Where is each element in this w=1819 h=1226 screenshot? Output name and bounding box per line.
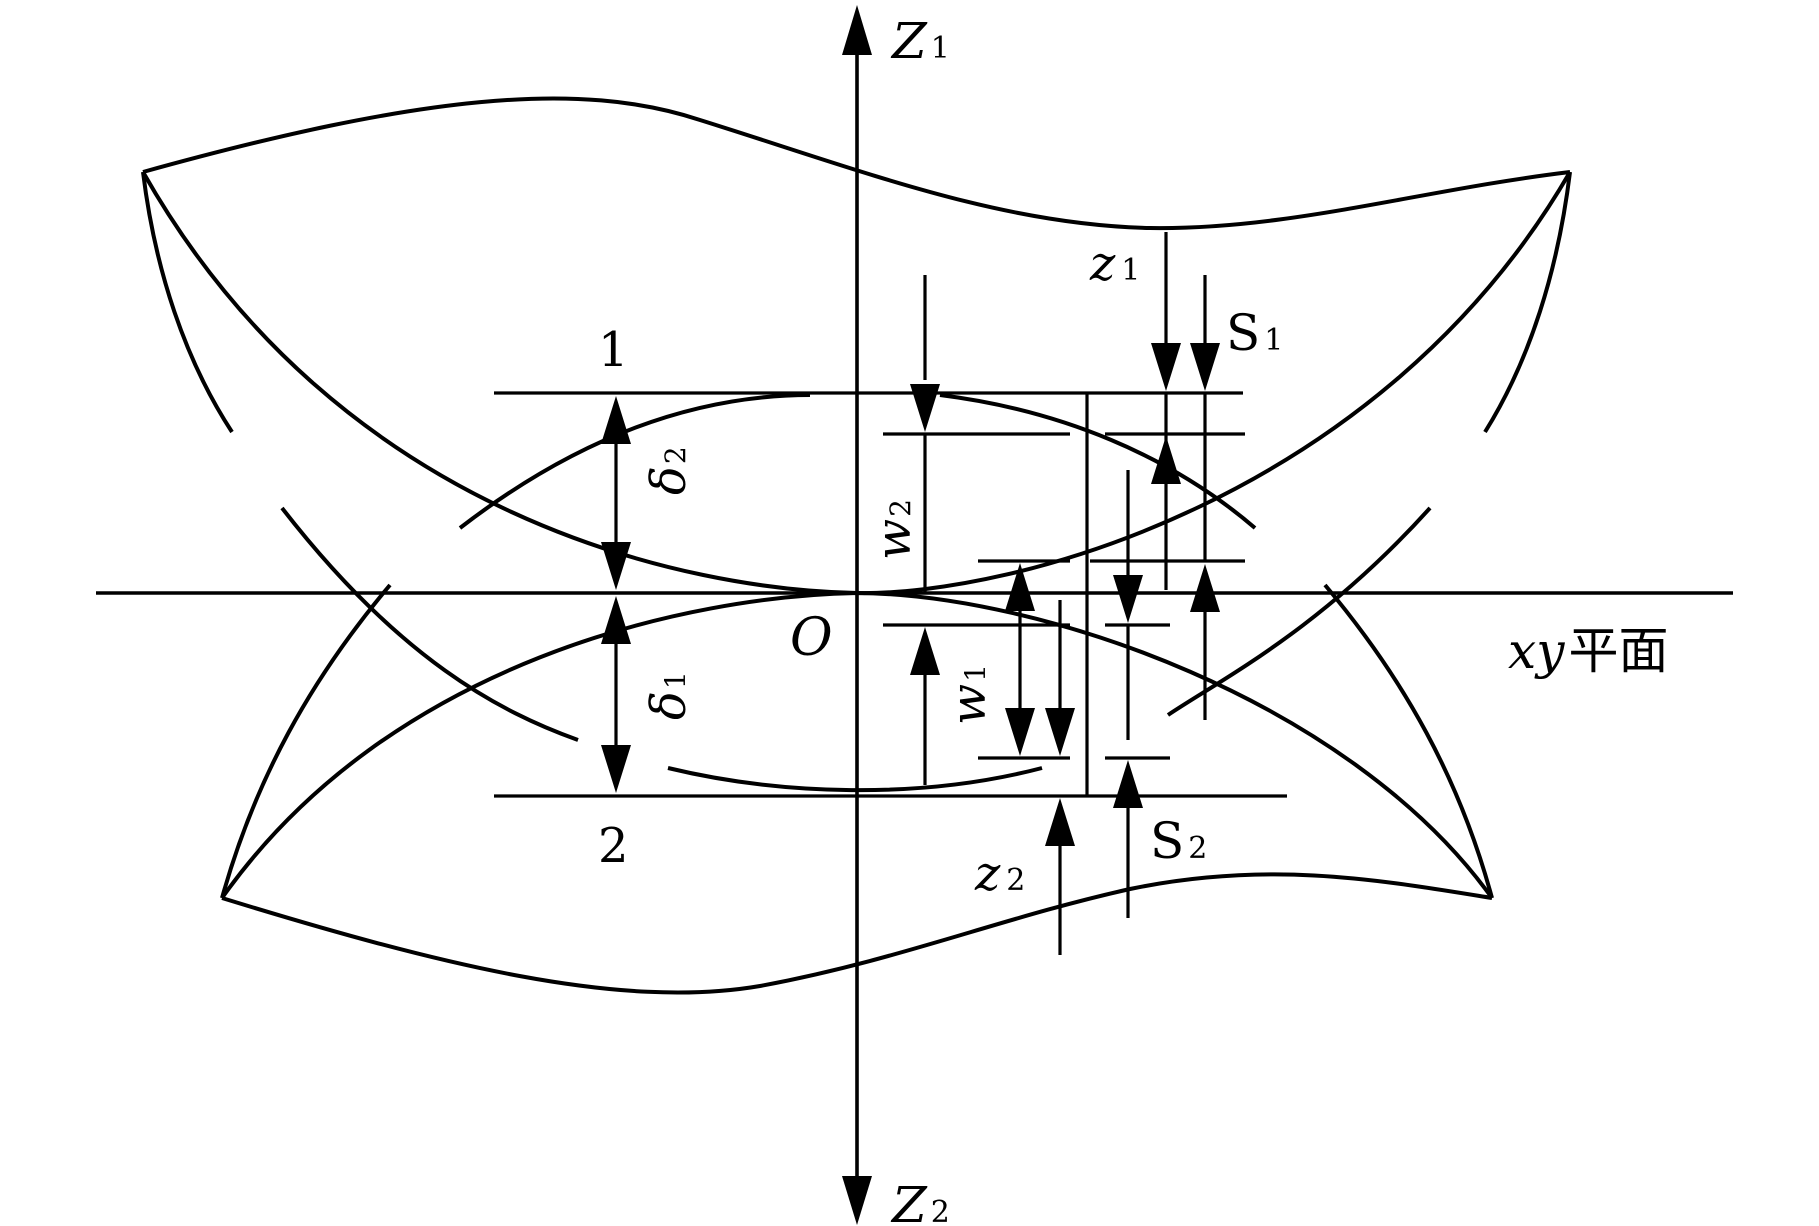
s2-arrowhead	[1113, 760, 1143, 808]
z2-axis-arrowhead	[842, 1176, 872, 1225]
upper-body-displaced-contact-surface	[280, 506, 579, 742]
delta2-arrowhead-down	[601, 542, 631, 590]
lower-body-displaced-contact-surface	[458, 393, 811, 530]
lower-deformed-surface	[667, 766, 1043, 793]
z1-arrowhead	[1151, 343, 1181, 391]
xy-plane-label: xy平面	[1508, 622, 1668, 680]
upper-body-left-edge	[141, 171, 234, 434]
origin-label: O	[790, 608, 833, 668]
lower-body-right-edge	[1323, 583, 1494, 899]
lower-body-left-edge	[220, 583, 392, 899]
delta2-arrowhead-up	[601, 396, 631, 444]
lower-body-displaced-contact-surface-right	[939, 393, 1257, 530]
lower-body-outer-surface	[221, 872, 1493, 995]
delta2-label: δ2	[641, 446, 697, 495]
delta1-arrowhead-down	[601, 745, 631, 793]
upper-body-right-edge	[1483, 171, 1572, 434]
svg-text:w2: w2	[866, 499, 922, 560]
svg-text:δ2: δ2	[641, 446, 697, 495]
w1-inner-arrowhead-up	[1005, 563, 1035, 611]
s1-lower-arrowhead-up	[1190, 564, 1220, 612]
svg-text:w1: w1	[941, 664, 997, 725]
w2-label: w2	[866, 499, 922, 560]
z2-arrowhead	[1045, 798, 1075, 846]
svg-text:δ1: δ1	[641, 671, 697, 720]
w1-arrowhead	[910, 627, 940, 675]
z1-axis-arrowhead	[842, 5, 872, 55]
body1-label: 1	[598, 322, 629, 378]
z2-inner-arrowhead-down	[1045, 708, 1075, 756]
delta1-label: δ1	[641, 671, 697, 720]
w1-label: w1	[941, 664, 997, 725]
s1-arrowhead	[1190, 343, 1220, 391]
upper-body-outer-surface	[142, 96, 1571, 231]
w2-arrowhead	[910, 384, 940, 432]
body2-label: 2	[598, 818, 629, 874]
lower-body-contact-surface	[220, 590, 1494, 900]
upper-body-displaced-contact-surface-right	[1166, 506, 1432, 717]
s2-inner-arrowhead-down	[1113, 575, 1143, 623]
z1-inner-arrowhead-up	[1151, 436, 1181, 484]
delta1-arrowhead-up	[601, 596, 631, 644]
w1-inner-arrowhead-down	[1005, 708, 1035, 756]
